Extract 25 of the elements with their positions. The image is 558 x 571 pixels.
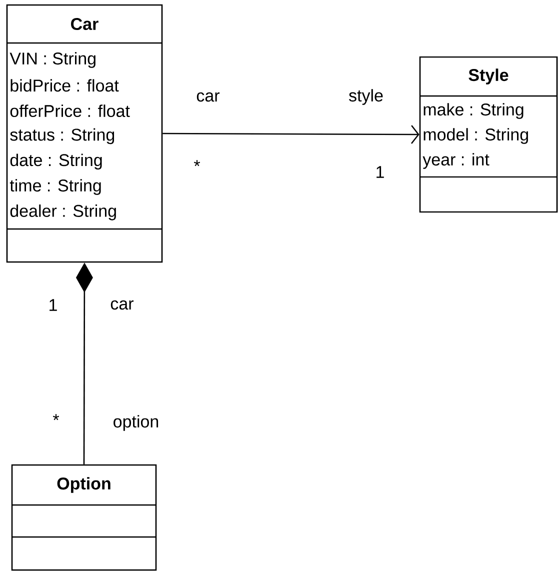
attribute-text: bidPrice : float [10,79,119,92]
end-label: 1 [50,299,57,311]
attribute-text: time : String [10,179,101,195]
attribute-text: model : String [424,128,528,144]
attribute-text: make : String [424,103,524,119]
end-label: option [114,415,158,431]
class-box [11,464,157,571]
end-label: style [349,89,383,105]
class-name: Option [57,477,110,493]
class-name: Car [71,18,98,30]
end-label: 1 [376,166,384,178]
attribute-text: year : int [422,153,490,169]
class-box [6,4,163,263]
attribute-text: VIN : String [10,52,96,68]
attribute-text: date : String [10,154,102,170]
attribute-text: dealer : String [10,204,116,220]
end-label: car [110,300,134,310]
attribute-text: offerPrice : float [10,104,130,118]
end-label: * [52,414,60,420]
attribute-text: status : String [10,128,114,144]
class-name: Style [468,68,508,84]
end-label: car [196,92,220,102]
association-arrow [162,125,420,144]
end-label: * [194,160,200,166]
class-box [419,56,558,213]
